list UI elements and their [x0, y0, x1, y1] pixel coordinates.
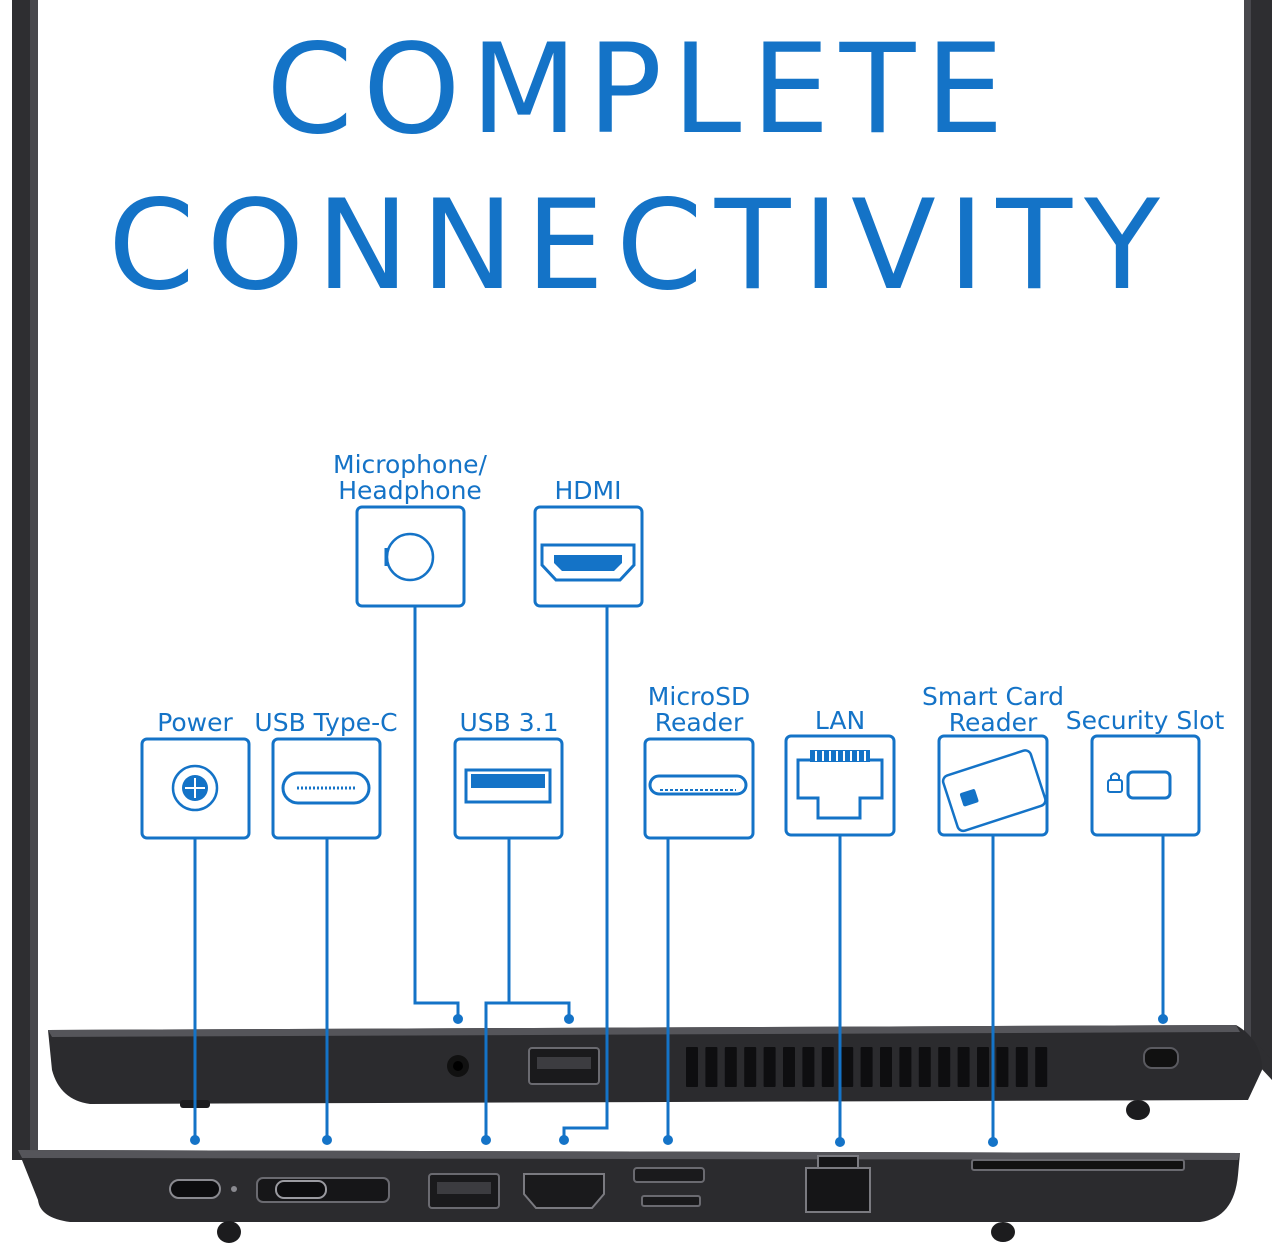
callout-dots	[190, 1014, 1168, 1147]
vent-slot	[841, 1047, 854, 1087]
callout-dot	[564, 1014, 574, 1024]
vent-slot	[802, 1047, 815, 1087]
microsd-slot-icon	[648, 774, 748, 796]
label-line: Headphone	[338, 476, 482, 505]
laptop-smart-card-slot	[971, 1159, 1185, 1171]
lock-slot-icon	[1107, 770, 1172, 800]
port-label-usb31: USB 3.1	[459, 710, 558, 736]
label-line: Security Slot	[1065, 706, 1225, 735]
box-mic	[355, 505, 466, 608]
vent-slot	[977, 1047, 989, 1087]
laptop-security-slot	[1143, 1047, 1179, 1069]
box-smartcard	[937, 734, 1049, 837]
label-line: HDMI	[554, 476, 622, 505]
vent-slot	[1015, 1047, 1028, 1087]
vent-slot	[783, 1047, 795, 1087]
port-label-power: Power	[157, 710, 233, 736]
port-label-microsd: MicroSD Reader	[648, 684, 750, 736]
power-port-icon	[171, 764, 219, 812]
callout-dot	[322, 1135, 332, 1145]
label-line: USB Type-C	[254, 708, 398, 737]
label-line: MicroSD	[647, 682, 751, 711]
vent-slot	[957, 1047, 970, 1087]
callout-line	[484, 1001, 509, 1140]
laptop-hdmi-port	[523, 1173, 605, 1209]
port-label-lan: LAN	[815, 708, 865, 734]
ethernet-icon	[796, 750, 884, 820]
callout-dot	[663, 1135, 673, 1145]
port-label-mic: Microphone/ Headphone	[333, 452, 487, 504]
laptop-usbc-power-port	[169, 1179, 221, 1199]
laptop-microsd-slot	[633, 1167, 705, 1183]
vent-slot	[705, 1047, 718, 1087]
callout-line	[562, 606, 609, 1140]
vent-slot	[996, 1047, 1009, 1087]
label-line: Microphone/	[333, 450, 487, 479]
callout-line	[507, 838, 571, 1018]
vent-slot	[938, 1047, 951, 1087]
port-label-hdmi: HDMI	[555, 478, 622, 504]
port-label-security: Security Slot	[1066, 708, 1225, 734]
callout-dot	[559, 1135, 569, 1145]
port-label-usbc: USB Type-C	[254, 710, 397, 736]
vent-slot	[686, 1047, 698, 1087]
port-label-smartcard: Smart Card Reader	[922, 684, 1064, 736]
box-security	[1090, 734, 1201, 837]
laptop-lan-port	[805, 1155, 871, 1213]
callout-dot	[481, 1135, 491, 1145]
hdmi-icon	[540, 543, 636, 582]
label-line: Smart Card	[921, 682, 1065, 711]
callout-lines	[193, 606, 1165, 1142]
callout-dot	[835, 1137, 845, 1147]
vent-slot	[918, 1047, 931, 1087]
vent-grille	[686, 1047, 1048, 1087]
vent-slot	[880, 1047, 892, 1087]
vent-slot	[1035, 1047, 1048, 1087]
label-line: USB 3.1	[459, 708, 559, 737]
vent-slot	[899, 1047, 912, 1087]
callout-dot	[453, 1014, 463, 1024]
vent-slot	[744, 1047, 757, 1087]
laptop-right-side-view	[48, 1025, 1262, 1120]
vent-slot	[821, 1047, 834, 1087]
headphone-jack-icon	[384, 532, 435, 582]
usb-a-icon	[464, 768, 552, 804]
box-usb31	[453, 737, 564, 840]
label-line: Reader	[948, 708, 1038, 737]
box-microsd	[643, 737, 755, 840]
label-line: Power	[157, 708, 233, 737]
headline-line-1: COMPLETE	[266, 18, 1014, 162]
usb-c-icon	[281, 771, 371, 805]
callout-dot	[988, 1137, 998, 1147]
laptop-left-side-view	[18, 1150, 1240, 1243]
vent-slot	[860, 1047, 873, 1087]
callout-dot	[1158, 1014, 1168, 1024]
label-line: Reader	[654, 708, 744, 737]
smart-card-icon	[941, 749, 1047, 833]
callout-line	[413, 606, 460, 1018]
label-line: LAN	[814, 706, 866, 735]
headline-line-2: CONNECTIVITY	[108, 174, 1172, 318]
vent-slot	[763, 1047, 776, 1087]
port-icon-boxes	[140, 505, 1201, 840]
vent-slot	[724, 1047, 737, 1087]
callout-dot	[190, 1135, 200, 1145]
